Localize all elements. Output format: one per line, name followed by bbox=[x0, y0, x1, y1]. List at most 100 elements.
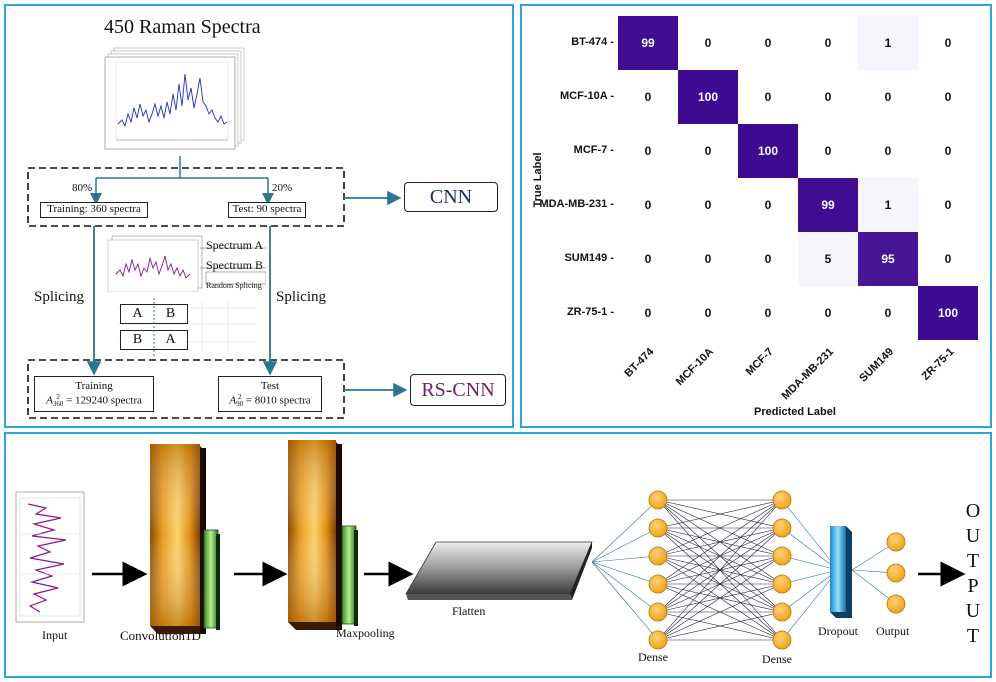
rs-test-title: Test bbox=[260, 380, 280, 393]
confusion-cell: 0 bbox=[678, 124, 738, 178]
confusion-cell: 0 bbox=[678, 16, 738, 70]
splicing-left-label: Splicing bbox=[34, 289, 85, 305]
rs-cnn-box: RS-CNN bbox=[410, 374, 506, 406]
confusion-cell: 0 bbox=[798, 16, 858, 70]
confusion-cell: 0 bbox=[918, 70, 978, 124]
splice-cell-b1: B bbox=[165, 305, 176, 321]
confusion-cell: 0 bbox=[738, 70, 798, 124]
confusion-cell: 0 bbox=[798, 286, 858, 340]
confusion-x-label: Predicted Label bbox=[754, 406, 836, 418]
output-neuron bbox=[886, 563, 906, 583]
spectrum-a-label: Spectrum A bbox=[206, 238, 263, 252]
output-neuron bbox=[886, 594, 906, 614]
dense-connections bbox=[591, 499, 897, 641]
confusion-row-label: ZR-75-1 - bbox=[566, 306, 614, 318]
confusion-row-label: MCF-10A - bbox=[560, 90, 614, 102]
conv1d-block bbox=[150, 444, 220, 634]
dense-label-2: Dense bbox=[762, 652, 792, 666]
input-label: Input bbox=[42, 628, 68, 642]
confusion-cell: 0 bbox=[858, 70, 918, 124]
confusion-cell: 0 bbox=[858, 286, 918, 340]
dense-neuron bbox=[772, 518, 792, 538]
maxpooling-label: Maxpooling bbox=[336, 626, 395, 640]
input-spectrum-thumbnail bbox=[15, 491, 85, 623]
dense-neuron bbox=[648, 602, 668, 622]
data-augmentation-panel: 450 Raman Spectra bbox=[4, 4, 514, 428]
confusion-cell: 0 bbox=[618, 286, 678, 340]
confusion-cell: 0 bbox=[618, 232, 678, 286]
spectrum-ab-plot bbox=[107, 235, 266, 292]
confusion-cell: 0 bbox=[738, 178, 798, 232]
dense-neuron bbox=[648, 546, 668, 566]
dense-neuron bbox=[648, 518, 668, 538]
maxpooling-block bbox=[288, 440, 358, 630]
confusion-cell: 100 bbox=[918, 286, 978, 340]
confusion-cell: 0 bbox=[678, 178, 738, 232]
architecture-panel: Input Convolution1D Maxpooling Flatten D… bbox=[4, 432, 992, 678]
confusion-cell: 0 bbox=[678, 286, 738, 340]
confusion-cell: 0 bbox=[798, 124, 858, 178]
dense-neurons bbox=[648, 490, 906, 650]
dropout-block bbox=[830, 526, 852, 618]
confusion-col-label: MDA-MB-231 bbox=[779, 345, 837, 403]
confusion-cell: 0 bbox=[918, 16, 978, 70]
output-letter: P bbox=[967, 575, 979, 597]
flatten-block bbox=[405, 541, 593, 600]
confusion-cell: 0 bbox=[918, 124, 978, 178]
dense-neuron bbox=[772, 602, 792, 622]
confusion-cell: 0 bbox=[858, 124, 918, 178]
confusion-cell: 1 bbox=[858, 16, 918, 70]
confusion-row-label: MCF-7 - bbox=[573, 144, 614, 156]
output-label: Output bbox=[876, 624, 910, 638]
raman-spectra-stack bbox=[104, 47, 245, 150]
dense-neuron bbox=[772, 574, 792, 594]
conv1d-label: Convolution1D bbox=[120, 628, 201, 643]
split-right-percent: 20% bbox=[272, 182, 293, 194]
output-letter: T bbox=[966, 550, 980, 572]
cnn-box: CNN bbox=[404, 182, 498, 212]
confusion-col-label: MCF-7 bbox=[743, 345, 777, 379]
test-box: Test: 90 spectra bbox=[228, 202, 306, 218]
confusion-row-label: MDA-MB-231 - bbox=[539, 198, 614, 210]
confusion-cell: 1 bbox=[858, 178, 918, 232]
dense-neuron bbox=[772, 490, 792, 510]
confusion-col-label: BT-474 bbox=[622, 345, 657, 380]
dropout-label: Dropout bbox=[818, 624, 858, 638]
confusion-cell: 0 bbox=[678, 232, 738, 286]
confusion-row-label: BT-474 - bbox=[571, 36, 614, 48]
split-left-percent: 80% bbox=[72, 182, 93, 194]
confusion-matrix-panel: True Label BT-474 -MCF-10A -MCF-7 -MDA-M… bbox=[520, 4, 992, 428]
confusion-cell: 0 bbox=[798, 70, 858, 124]
dense-label-1: Dense bbox=[638, 650, 668, 664]
splice-cell-a2: A bbox=[165, 331, 176, 347]
output-letter: T bbox=[966, 625, 980, 647]
dense-neuron bbox=[648, 630, 668, 650]
splicing-right-label: Splicing bbox=[276, 289, 327, 305]
splice-cell-b2: B bbox=[132, 331, 143, 347]
confusion-cell: 0 bbox=[738, 16, 798, 70]
training-box: Training: 360 spectra bbox=[40, 202, 148, 218]
confusion-cell: 100 bbox=[678, 70, 738, 124]
confusion-cell: 0 bbox=[618, 178, 678, 232]
confusion-cell: 95 bbox=[858, 232, 918, 286]
confusion-cell: 0 bbox=[618, 70, 678, 124]
dense-neuron bbox=[648, 490, 668, 510]
splice-cell-a1: A bbox=[132, 305, 143, 321]
confusion-cell: 0 bbox=[738, 286, 798, 340]
output-letter: U bbox=[965, 600, 981, 622]
dense-neuron bbox=[648, 574, 668, 594]
dense-neuron bbox=[772, 630, 792, 650]
split-connectors bbox=[27, 156, 408, 419]
rs-training-title: Training bbox=[75, 380, 113, 393]
output-letter: O bbox=[965, 500, 981, 522]
confusion-col-label: MCF-10A bbox=[674, 345, 717, 388]
output-neuron bbox=[886, 532, 906, 552]
confusion-col-label: ZR-75-1 bbox=[919, 345, 957, 383]
confusion-row-labels: BT-474 -MCF-10A -MCF-7 -MDA-MB-231 -SUM1… bbox=[522, 6, 618, 346]
